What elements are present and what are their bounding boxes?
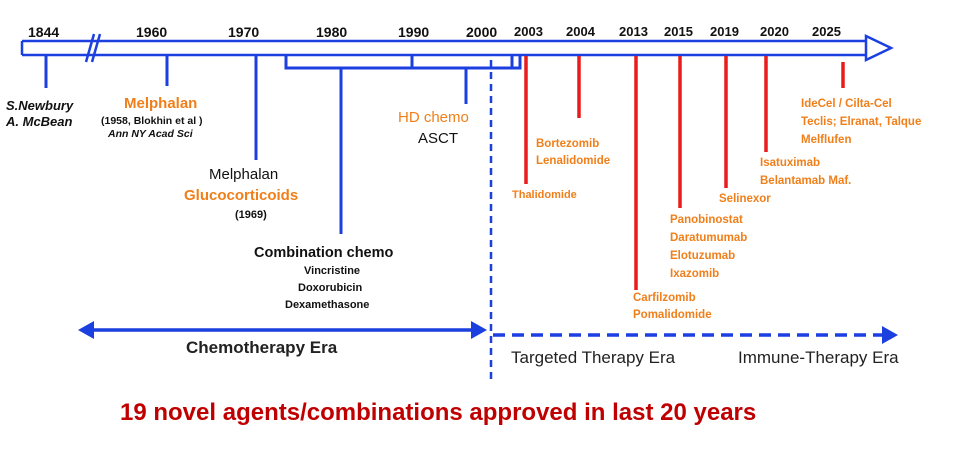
headline: 19 novel agents/combinations approved in… (120, 399, 757, 426)
event-2003-drug-1: Thalidomide (512, 189, 577, 201)
year-label-2000: 2000 (466, 24, 498, 40)
event-2020-drug-2: Belantamab Maf. (760, 175, 852, 187)
event-2025-drug-3: Melflufen (801, 134, 852, 146)
event-1990-title: HD chemo (398, 109, 469, 126)
event-2015-drug-3: Elotuzumab (670, 250, 736, 262)
event-2013-drug-2: Pomalidomide (633, 309, 712, 321)
event-2004-drug-1: Bortezomib (536, 138, 600, 150)
chemo-era-arrow (78, 321, 487, 339)
era-label-chemotherapy: Chemotherapy Era (186, 338, 338, 357)
year-label-2020: 2020 (760, 24, 789, 39)
year-label-2019: 2019 (710, 24, 739, 39)
event-2015-drug-1: Panobinostat (670, 214, 743, 226)
event-2025-drug-2: Teclis; Elranat, Talque (801, 116, 922, 128)
year-label-2004: 2004 (566, 24, 595, 39)
event-1980-drug-3: Dexamethasone (285, 299, 370, 311)
era-label-immune: Immune-Therapy Era (738, 348, 899, 367)
event-2004-drug-2: Lenalidomide (536, 155, 611, 167)
event-1960-title: Melphalan (124, 95, 198, 112)
year-label-2003: 2003 (514, 24, 543, 39)
event-2013-drug-1: Carfilzomib (633, 292, 696, 304)
year-label-1844: 1844 (28, 24, 60, 40)
event-2015-drug-4: Ixazomib (670, 268, 720, 280)
event-2019-drug-1: Selinexor (719, 193, 771, 205)
event-1960-journal: Ann NY Acad Sci (108, 128, 193, 140)
event-2015-drug-2: Daratumumab (670, 232, 748, 244)
event-1980-drug-2: Doxorubicin (298, 282, 363, 294)
year-label-1960: 1960 (136, 24, 168, 40)
year-label-2015: 2015 (664, 24, 693, 39)
timeline-arrowhead (864, 34, 894, 62)
event-1844-line-1: S.Newbury (6, 98, 74, 113)
timeline-axis (20, 34, 894, 62)
era-label-targeted: Targeted Therapy Era (511, 348, 676, 367)
event-1970-subtitle: Glucocorticoids (184, 187, 299, 204)
brace-combination-chemo (284, 56, 514, 70)
brace-hd-chemo (410, 56, 522, 70)
event-1960-citation: (1958, Blokhin et al ) (101, 115, 203, 127)
event-1990-subtitle: ASCT (418, 130, 459, 147)
event-1970-year-note: (1969) (235, 209, 267, 221)
event-1980-title: Combination chemo (254, 245, 394, 261)
targeted-era-arrow (493, 326, 898, 344)
year-label-2025: 2025 (812, 24, 841, 39)
axis-break-icon (84, 33, 102, 63)
event-1844-line-2: A. McBean (6, 114, 73, 129)
event-2020-drug-1: Isatuximab (760, 157, 821, 169)
year-label-1990: 1990 (398, 24, 430, 40)
event-2025-drug-1: IdeCel / Cilta-Cel (801, 98, 892, 110)
year-label-2013: 2013 (619, 24, 648, 39)
event-1970-title: Melphalan (209, 166, 279, 183)
year-label-1980: 1980 (316, 24, 348, 40)
year-label-1970: 1970 (228, 24, 260, 40)
event-1980-drug-1: Vincristine (304, 265, 361, 277)
